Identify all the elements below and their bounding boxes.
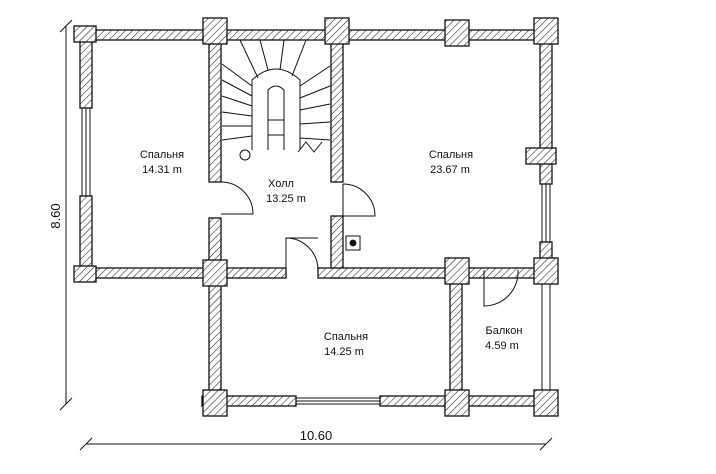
room-area-bedroom-1: 14.31 m	[142, 164, 182, 176]
room-name-hall: Холл	[268, 178, 294, 190]
walls	[75, 29, 557, 407]
log-corners	[73, 17, 559, 417]
stove-symbol	[345, 235, 361, 251]
room-name-balcony: Балкон	[486, 325, 523, 337]
dimension-width-label: 10.60	[300, 428, 333, 443]
room-name-bedroom-3: Спальня	[324, 331, 368, 343]
staircase	[221, 39, 331, 161]
dimension-height-label: 8.60	[48, 203, 63, 228]
doors	[220, 181, 519, 307]
room-area-bedroom-2: 23.67 m	[430, 164, 470, 176]
room-area-balcony: 4.59 m	[485, 340, 519, 352]
room-name-bedroom-2: Спальня	[429, 149, 473, 161]
room-name-bedroom-1: Спальня	[140, 149, 184, 161]
room-area-bedroom-3: 14.25 m	[324, 346, 364, 358]
room-area-hall: 13.25 m	[266, 193, 306, 205]
room-labels: Спальня 14.31 m Холл 13.25 m Спальня 23.…	[140, 149, 523, 358]
dimension-lines	[59, 19, 553, 451]
windows	[81, 107, 551, 405]
